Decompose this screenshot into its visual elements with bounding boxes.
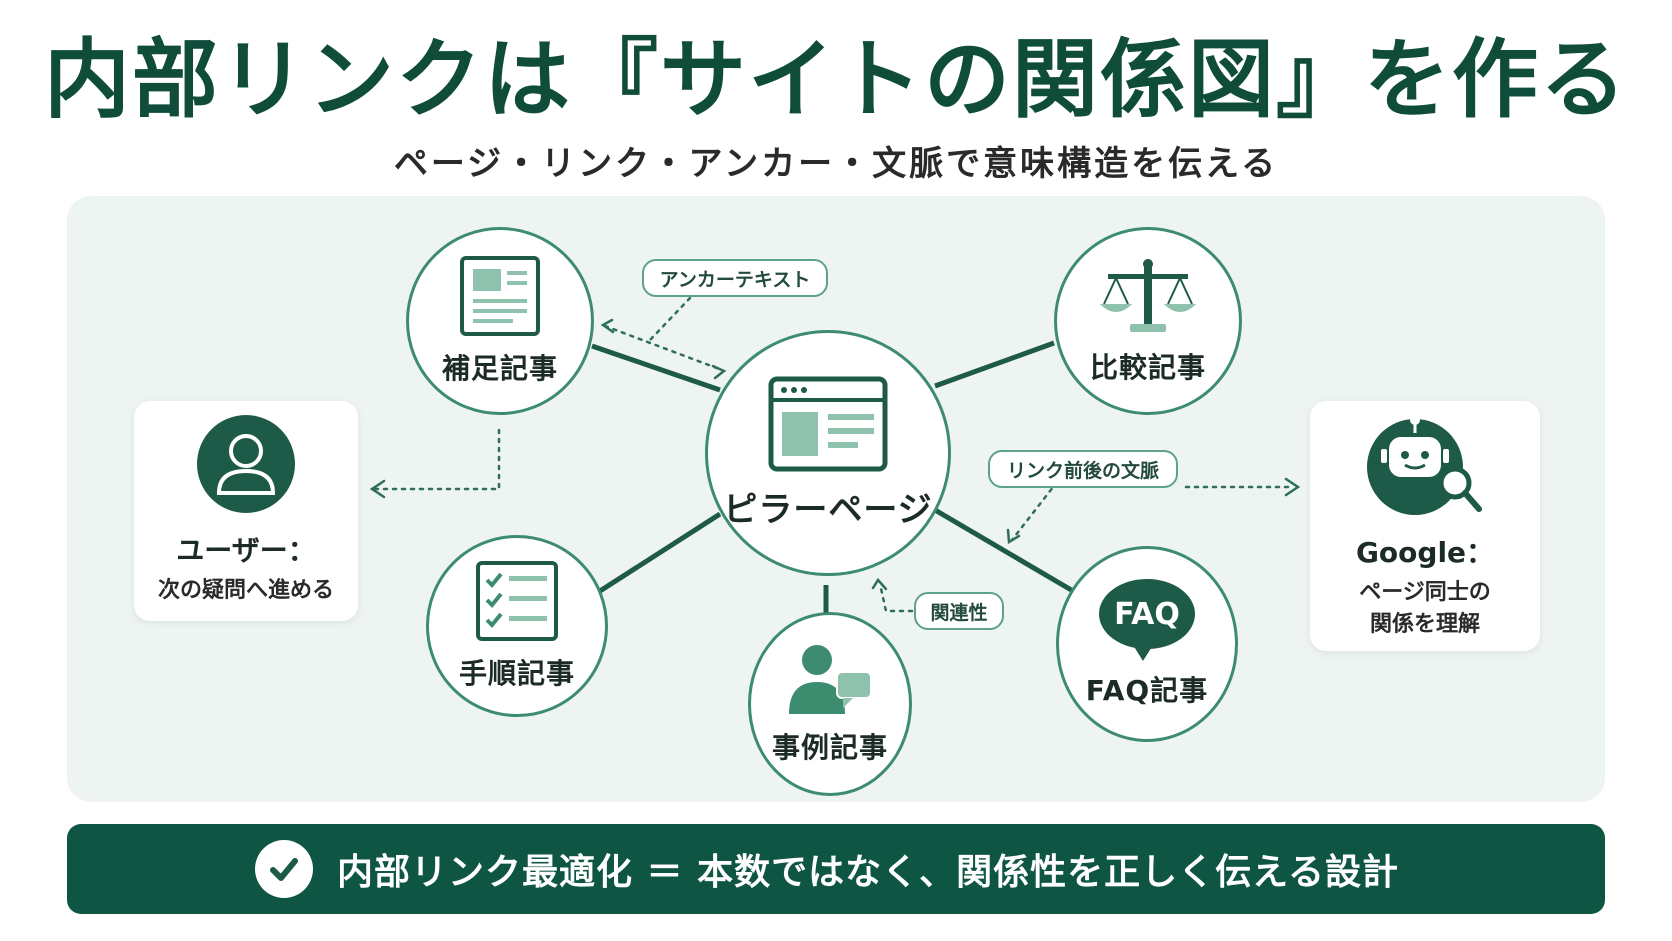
summary-banner: 内部リンク最適化 ＝ 本数ではなく、関係性を正しく伝える設計 [67, 824, 1605, 914]
edge-faq [933, 507, 1075, 594]
comparison-article-label: 比較記事 [1089, 351, 1206, 384]
howto-article-node: 手順記事 [426, 535, 608, 717]
pillar-page-label: ピラーページ [723, 489, 933, 530]
scale-icon [1100, 259, 1196, 332]
context-pointer [1010, 480, 1059, 542]
faq-article-node: FAQ FAQ記事 [1056, 546, 1238, 742]
user-icon [197, 415, 295, 513]
supplement-article-node: 補足記事 [406, 227, 594, 415]
anchor-arrow [603, 324, 724, 372]
context-arrowhead [1006, 528, 1021, 545]
anchor-text-pill: アンカーテキスト [642, 259, 828, 297]
pillar-page-node: ピラーページ [705, 330, 951, 576]
robot-search-icon [1367, 415, 1482, 515]
user-flow-arrow [373, 428, 501, 491]
user-arrowhead [369, 479, 386, 499]
user-card-desc: 次の疑問へ進める [157, 578, 334, 603]
edge-supplement [591, 343, 721, 393]
link-context-pill: リンク前後の文脈 [988, 450, 1178, 488]
page-subtitle: ページ・リンク・アンカー・文脈で意味構造を伝える [393, 144, 1279, 184]
faq-bubble-icon: FAQ [1099, 579, 1195, 661]
browser-window-icon [768, 376, 888, 471]
user-card-title: ユーザー： [176, 534, 316, 567]
google-card-title: Google： [1355, 536, 1495, 569]
google-arrowhead [1284, 477, 1301, 497]
edge-howto [598, 511, 722, 594]
checklist-icon [476, 561, 558, 641]
anchor-arrowhead-right [711, 364, 727, 380]
user-card: ユーザー： 次の疑問へ進める [134, 401, 358, 621]
faq-article-label: FAQ記事 [1085, 674, 1209, 707]
relevance-pointer [878, 582, 914, 613]
anchor-pointer [648, 296, 692, 342]
google-card: Google： ページ同士の 関係を理解 [1310, 401, 1540, 651]
supplement-article-label: 補足記事 [441, 352, 558, 385]
person-chat-icon [789, 645, 872, 714]
check-circle-icon [255, 840, 313, 898]
google-card-desc: ページ同士の 関係を理解 [1359, 577, 1491, 641]
case-study-node: 事例記事 [748, 612, 912, 796]
case-study-label: 事例記事 [771, 731, 888, 764]
relevance-arrowhead [871, 577, 888, 591]
google-card-desc-line2: 関係を理解 [1369, 612, 1480, 637]
edge-compare [934, 340, 1055, 389]
summary-banner-text: 内部リンク最適化 ＝ 本数ではなく、関係性を正しく伝える設計 [337, 852, 1399, 893]
page-title: 内部リンクは『サイトの関係図』を作る [44, 30, 1628, 130]
relevance-pill: 関連性 [914, 592, 1004, 630]
comparison-article-node: 比較記事 [1054, 227, 1242, 415]
faq-bubble-text: FAQ [1114, 596, 1180, 632]
article-icon [460, 256, 540, 336]
anchor-arrowhead-left [600, 318, 615, 334]
google-card-desc-line1: ページ同士の [1359, 580, 1491, 605]
howto-article-label: 手順記事 [458, 657, 575, 690]
